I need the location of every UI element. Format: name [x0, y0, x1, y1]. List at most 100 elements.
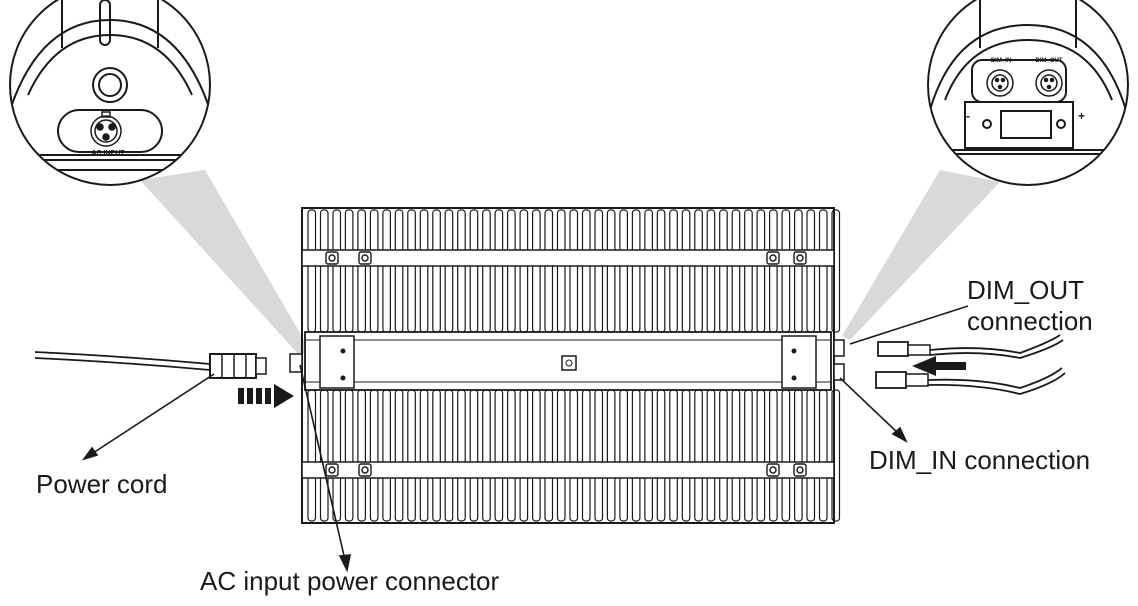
- heatsink-fin: [307, 209, 317, 333]
- heatsink-fin: [681, 389, 691, 522]
- heatsink-fin: [344, 389, 354, 522]
- heatsink-fin: [469, 209, 479, 333]
- heatsink-fin: [319, 209, 329, 333]
- heatsink-fin: [494, 209, 504, 333]
- heatsink-fin: [457, 209, 466, 333]
- dim-in-leader: [839, 377, 901, 436]
- led-fixture: [289, 207, 845, 524]
- heatsink-fin: [731, 209, 741, 333]
- heatsink-fin: [656, 209, 666, 333]
- right-magnifier: DIM_IN DIM_OUT - +: [927, 0, 1129, 186]
- heatsink-fin: [719, 389, 728, 522]
- ac-input-panel-label: AC INPUT: [91, 150, 125, 157]
- heatsink-fin: [619, 209, 629, 333]
- heatsink-fin: [831, 209, 841, 333]
- heatsink-fin: [531, 209, 541, 333]
- heatsink-fin: [831, 389, 841, 522]
- insert-arrow-right: [912, 356, 966, 376]
- heatsink-fin: [744, 209, 753, 333]
- left-magnifier: AC INPUT: [9, 0, 211, 186]
- heatsink-fin: [793, 209, 803, 333]
- heatsink-fin: [556, 389, 566, 522]
- heatsink-fin: [569, 389, 579, 522]
- right-callout-cone: [842, 170, 1000, 340]
- heatsink-fin: [781, 209, 791, 333]
- heatsink-fin: [531, 389, 541, 522]
- mounting-hole: [358, 463, 372, 477]
- minus-sign: -: [966, 109, 970, 123]
- mounting-hole: [793, 463, 807, 477]
- power-cord-label: Power cord: [36, 469, 168, 499]
- heatsink-fin: [581, 209, 591, 333]
- dim-in-label: DIM_IN connection: [869, 445, 1091, 475]
- dim-out-socket: [1035, 69, 1063, 97]
- heatsink-fin: [419, 209, 429, 333]
- heatsink-fin: [569, 209, 579, 333]
- heatsink-fin: [544, 389, 554, 522]
- heatsink-fin: [469, 389, 479, 522]
- heatsink-fin: [332, 389, 342, 522]
- dim-out-label-line1: DIM_OUT: [967, 275, 1084, 305]
- power-plug: [209, 353, 257, 379]
- heatsink-fin: [581, 389, 591, 522]
- heatsink-fin: [519, 389, 529, 522]
- dim-out-cable: [877, 334, 1064, 359]
- heatsink-fin: [419, 389, 429, 522]
- heatsink-fin: [744, 389, 753, 522]
- heatsink-fin: [706, 209, 716, 333]
- heatsink-fin: [669, 209, 678, 333]
- heatsink-fin: [444, 389, 454, 522]
- heatsink-fin: [307, 389, 317, 522]
- mounting-hole-center: [769, 466, 777, 474]
- heatsink-fin: [369, 209, 379, 333]
- mounting-hole: [325, 251, 339, 265]
- heatsink-fin: [681, 209, 691, 333]
- heatsink-fin: [644, 389, 654, 522]
- mounting-hole-center: [769, 254, 777, 262]
- heatsink-fin: [619, 389, 629, 522]
- heatsink-fin: [594, 209, 604, 333]
- heatsink-fin: [519, 209, 529, 333]
- heatsink-fin: [432, 389, 441, 522]
- heatsink-fin: [631, 389, 641, 522]
- left-callout-cone: [140, 170, 310, 356]
- heatsink-fin: [806, 209, 816, 333]
- heatsink-fin: [357, 389, 366, 522]
- dim-out-label-line2: connection: [967, 306, 1093, 336]
- ac-connector-leader: [299, 364, 346, 561]
- heatsink-fin: [444, 209, 454, 333]
- heatsink-fin: [507, 209, 516, 333]
- dim-out-leader: [849, 305, 969, 345]
- heatsink-fin: [394, 209, 404, 333]
- heatsink-fin: [482, 389, 491, 522]
- heatsink-fin: [731, 389, 741, 522]
- leader-lines: [81, 305, 969, 573]
- heatsink-fin: [344, 209, 354, 333]
- mounting-hole-center: [328, 254, 336, 262]
- heatsink-fin: [357, 209, 366, 333]
- dim-out-panel-label: DIM_OUT: [1036, 58, 1063, 64]
- mounting-hole-center: [361, 466, 369, 474]
- heatsink-fin: [457, 389, 466, 522]
- heatsink-fin: [507, 389, 516, 522]
- heatsink-fin: [768, 209, 778, 333]
- heatsink-fin: [694, 389, 703, 522]
- heatsink-fin: [407, 209, 416, 333]
- ac-input-socket: [90, 111, 122, 147]
- mounting-hole-center: [328, 466, 336, 474]
- heatsink-fin: [669, 389, 678, 522]
- dim-in-cable: [875, 367, 1066, 395]
- heatsink-fin: [706, 389, 716, 522]
- heatsink-fin: [544, 209, 554, 333]
- heatsink-fin: [793, 389, 803, 522]
- mounting-hole: [358, 251, 372, 265]
- heatsink-fin: [719, 209, 728, 333]
- heatsink-fin: [756, 209, 766, 333]
- heatsink-fin: [606, 389, 616, 522]
- heatsink-fin: [656, 389, 666, 522]
- mounting-hole: [766, 251, 780, 265]
- power-cord-leader: [89, 373, 215, 456]
- heatsink-fin: [644, 209, 654, 333]
